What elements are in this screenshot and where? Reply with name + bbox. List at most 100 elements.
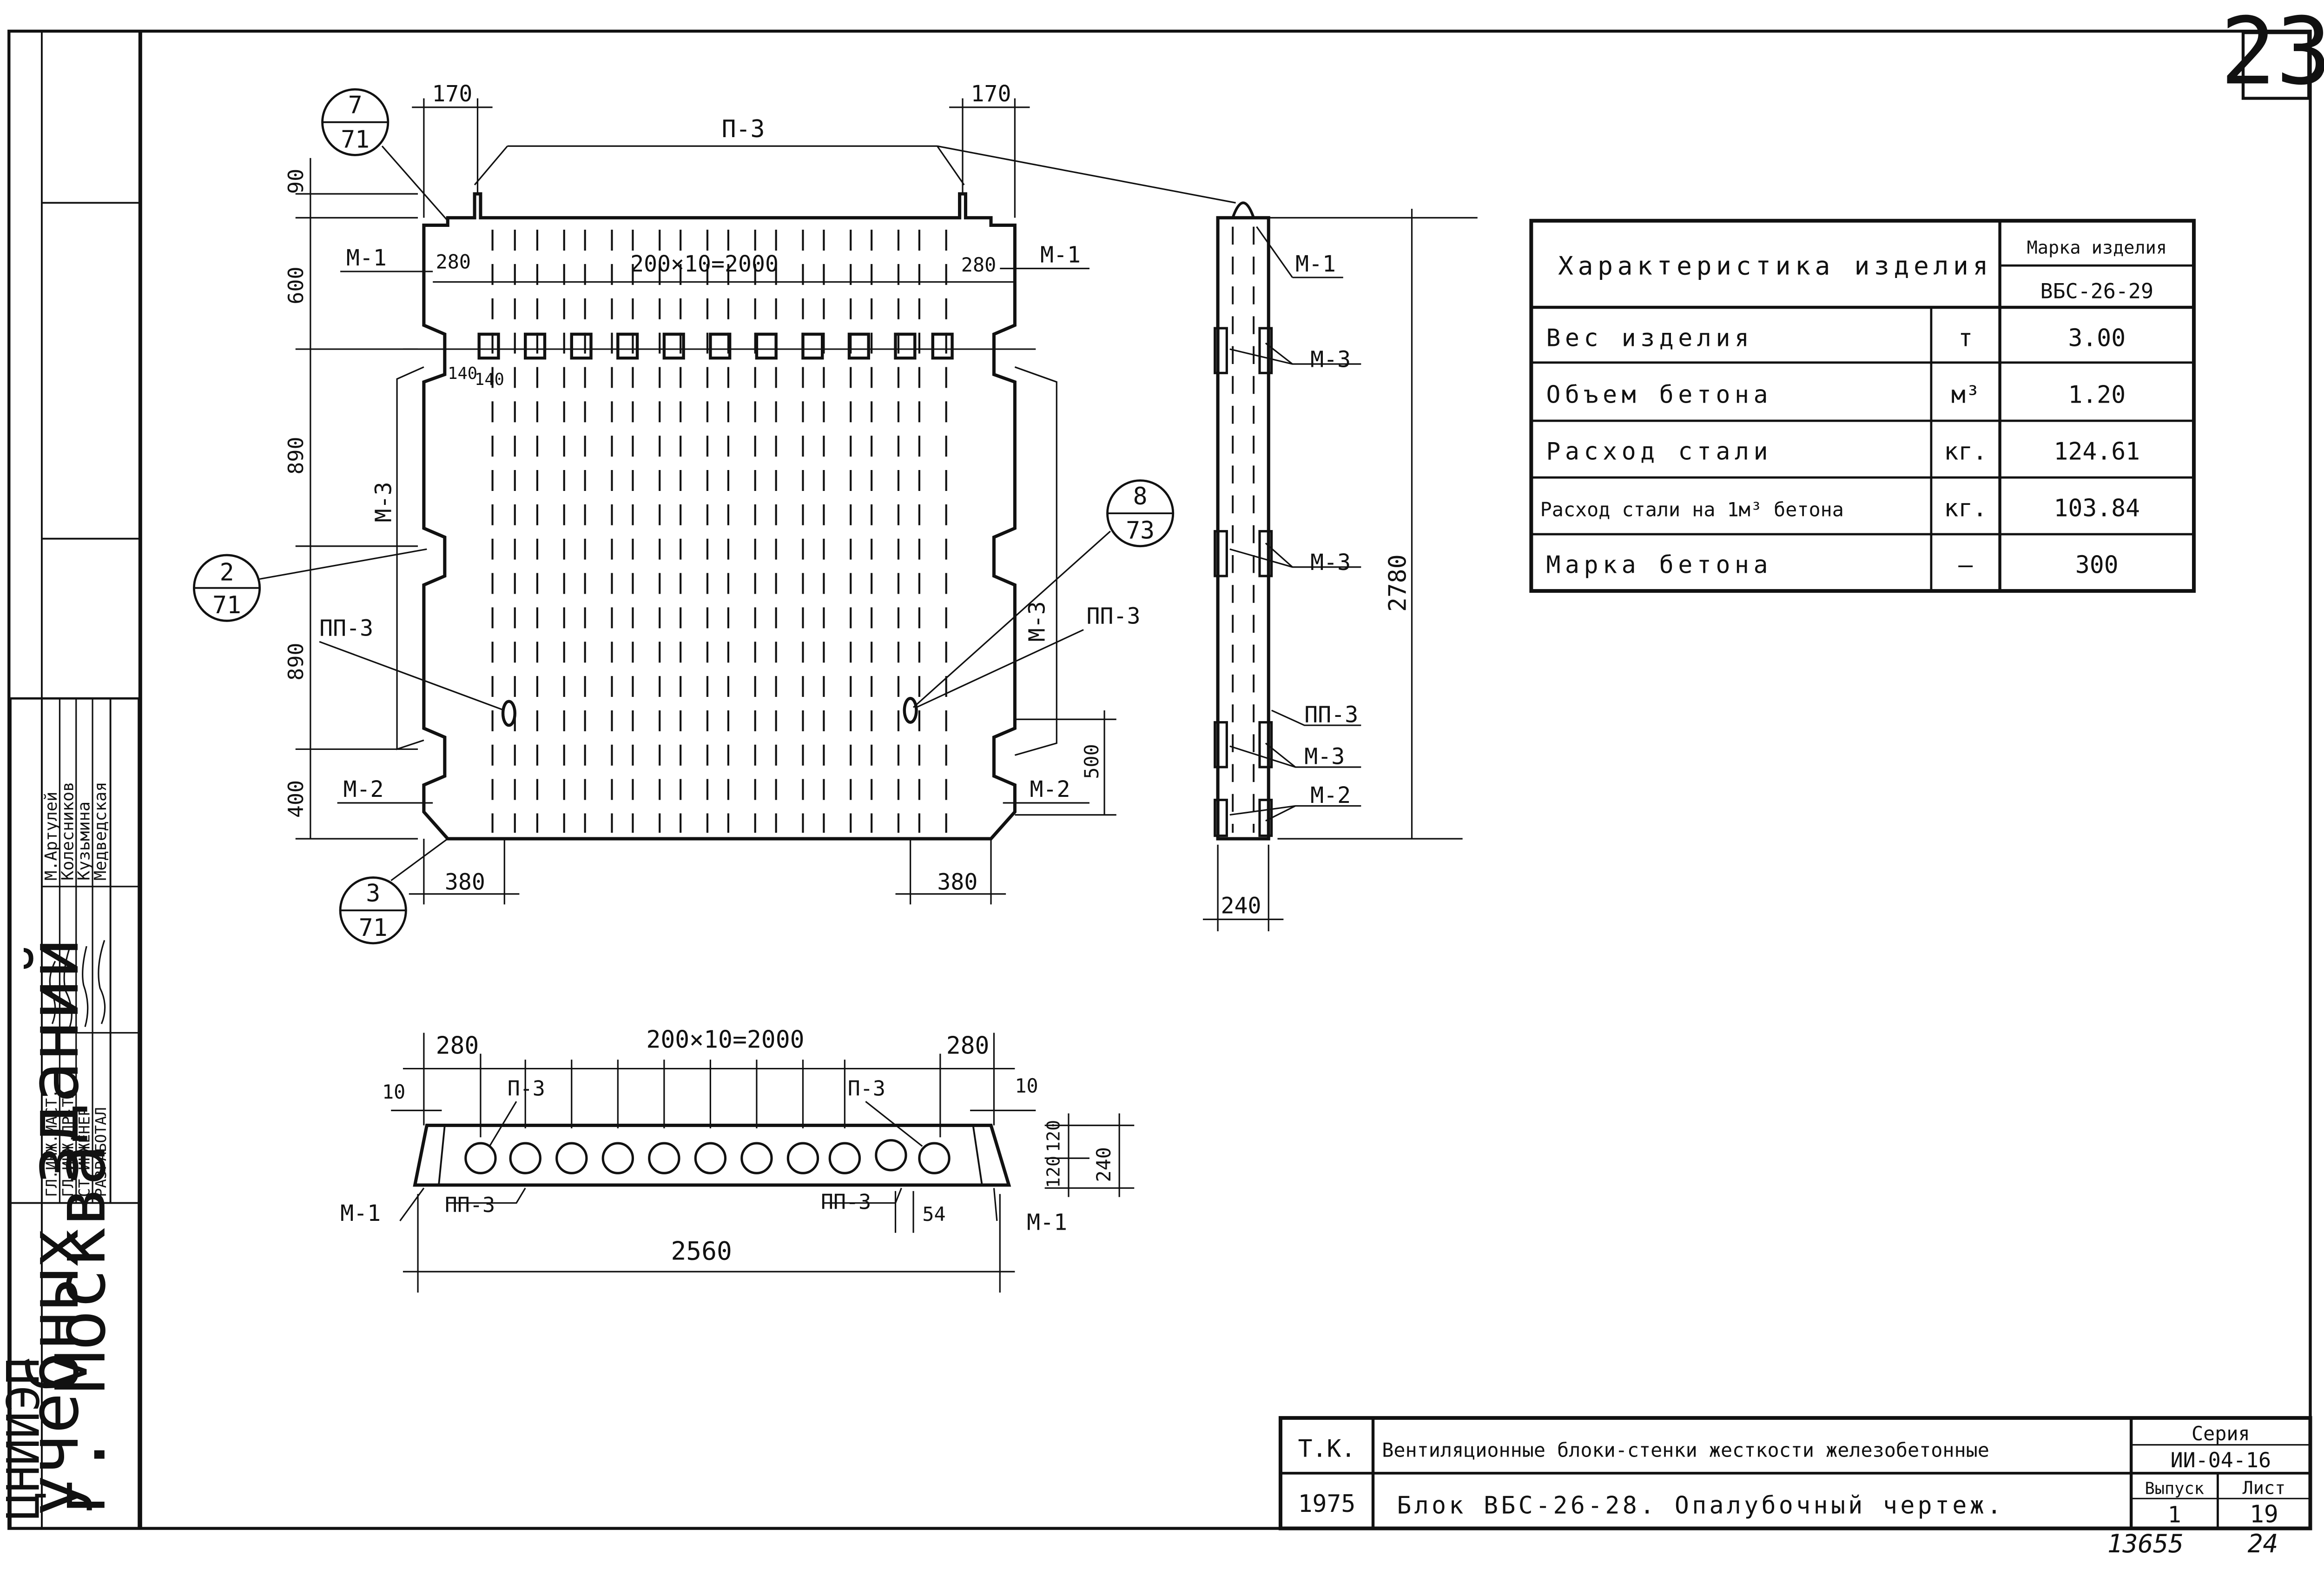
plan-label-pp3-right: ПП-3 [821, 1189, 871, 1214]
label-p3-top: П-3 [722, 115, 765, 143]
plan-vent-holes [464, 1139, 951, 1174]
dim-280-right: 280 [961, 253, 996, 276]
plan-label-p3-left: П-3 [508, 1076, 545, 1100]
dim-600: 600 [284, 266, 308, 304]
dim-280-left: 280 [436, 251, 471, 273]
inventory-number: 13655 [2107, 1529, 2184, 1558]
stamp-name-4: Медведская [91, 782, 110, 881]
label-pp3-left: ПП-3 [319, 615, 373, 641]
spec-table: Характеристика изделия Марка изделия ВБС… [1529, 219, 2196, 593]
spec-row-3-unit: кг. [1944, 438, 1987, 466]
label-pp3-right: ПП-3 [1087, 603, 1141, 629]
hollow-core-lines [491, 230, 947, 833]
detail-ref-2-num: 2 [220, 559, 234, 587]
spec-row-2-unit: м³ [1951, 381, 1980, 409]
lifting-loop-right [903, 697, 918, 724]
stamp-org-sub2: г. Москва [41, 1145, 121, 1517]
plan-dim-280-left: 280 [436, 1032, 479, 1060]
dim-380-left: 380 [445, 869, 485, 895]
dim-170-right: 170 [971, 81, 1011, 107]
side-embedded-plates [1214, 327, 1273, 837]
stamp-name-3: Кузьмина [75, 802, 94, 881]
spec-row-5-value: 300 [2075, 551, 2119, 579]
side-label-m3-c: М-3 [1304, 744, 1345, 770]
detail-ref-3-den: 71 [359, 914, 388, 942]
stamp-org-main: ЦНИИЭП [0, 1358, 49, 1519]
plan-dim-280-right: 280 [946, 1032, 990, 1060]
dim-500: 500 [1080, 744, 1103, 779]
spec-row-4-label: Расход стали на 1м³ бетона [1540, 498, 1844, 521]
stamp-name-1: М.Артулей [42, 792, 61, 881]
plan-dim-120-a: 120 [1043, 1120, 1064, 1153]
stamp-role-1: ГЛ.ИНЖ.МАСТ. [43, 1089, 60, 1197]
detail-ref-7-den: 71 [341, 126, 370, 153]
plan-dim-54: 54 [922, 1203, 945, 1226]
spec-row-3-value: 124.61 [2054, 438, 2140, 466]
detail-ref-8-den: 73 [1126, 517, 1155, 545]
front-top-dims [412, 98, 1236, 283]
dim-890-a: 890 [284, 437, 308, 474]
spec-row-1-label: Вес изделия [1546, 324, 1753, 352]
spec-row-2-label: Объем бетона [1546, 381, 1772, 409]
dim-200x10: 200×10=2000 [630, 251, 779, 277]
sheet-number-box: 23 [2220, 0, 2324, 105]
label-m2-right: М-2 [1030, 776, 1070, 802]
label-m1-left: М-1 [346, 245, 387, 271]
side-width-240: 240 [1221, 893, 1261, 919]
spec-row-4-unit: кг. [1944, 495, 1987, 523]
title-line-2: Блок ВБС-26-28. Опалубочный чертеж. [1397, 1491, 2004, 1519]
side-label-m2: М-2 [1310, 782, 1351, 808]
spec-row-3-label: Расход стали [1546, 438, 1772, 466]
plan-label-pp3-left: ПП-3 [445, 1192, 495, 1217]
plan-dim-240: 240 [1092, 1147, 1115, 1182]
side-label-m3-a: М-3 [1310, 346, 1351, 372]
label-m3-left: М-3 [370, 482, 396, 522]
spec-header-right-bottom: ВБС-26-29 [2040, 279, 2154, 304]
front-right-dims [1015, 710, 1116, 816]
spec-header-right-top: Марка изделия [2027, 237, 2167, 258]
dim-890-b: 890 [284, 643, 308, 681]
page-number-note: 24 [2248, 1529, 2278, 1558]
plan-label-p3-right: П-3 [848, 1076, 885, 1100]
dim-140-b: 140 [475, 370, 504, 389]
sheet-value: 19 [2250, 1501, 2278, 1529]
series-value: ИИ-04-16 [2171, 1448, 2271, 1472]
spec-row-1-unit: т [1958, 324, 1973, 352]
spec-header-left: Характеристика изделия [1558, 251, 1993, 280]
front-view: 170 170 П-3 7 71 М-1 М-1 280 280 200×10=… [193, 81, 1236, 945]
plan-dim-120-b: 120 [1043, 1156, 1064, 1188]
spec-row-2-value: 1.20 [2068, 381, 2126, 409]
title-block: Т.К. 1975 Вентиляционные блоки-стенки же… [1278, 1416, 2312, 1530]
plan-dim-10-right: 10 [1015, 1074, 1038, 1097]
title-line-1: Вентиляционные блоки-стенки жесткости же… [1382, 1438, 1989, 1461]
lifting-loop-left [501, 700, 516, 727]
sheet-number: 23 [2220, 0, 2324, 105]
plan-dim-10-left: 10 [382, 1080, 405, 1103]
stamp-org-sub1: учебных зданий [14, 938, 94, 1517]
front-bottom-dims [409, 839, 1006, 905]
title-tk: Т.К. [1298, 1435, 1356, 1463]
stamp-name-2: Колесников [58, 782, 77, 881]
plan-view: 280 200×10=2000 280 10 10 П-3 П-3 М-1 М-… [340, 1026, 1135, 1293]
detail-ref-8-num: 8 [1133, 483, 1148, 510]
dim-140-a: 140 [448, 364, 477, 383]
dim-90: 90 [284, 169, 308, 194]
issue-value: 1 [2168, 1502, 2181, 1528]
spec-row-4-value: 103.84 [2054, 495, 2140, 523]
series-label: Серия [2192, 1422, 2250, 1445]
stamp-role-3: СТ.ИНЖЕНЕР [76, 1107, 93, 1197]
side-label-pp3: ПП-3 [1304, 702, 1358, 728]
side-view: М-1 М-3 М-3 ПП-3 М-3 М-2 2780 240 [1202, 201, 1478, 932]
plan-dim-200x10: 200×10=2000 [646, 1026, 804, 1054]
title-year: 1975 [1298, 1490, 1356, 1518]
side-label-m3-b: М-3 [1310, 550, 1351, 576]
detail-ref-7-num: 7 [348, 92, 363, 119]
stamp-role-2: ГЛ.ИНЖ.ПР-ТА [59, 1089, 77, 1197]
signature-marks [49, 940, 106, 1030]
dim-380-right: 380 [937, 869, 977, 895]
detail-ref-2-den: 71 [212, 591, 241, 619]
label-m1-right: М-1 [1040, 242, 1081, 268]
dim-400: 400 [284, 780, 308, 818]
plan-label-m1-left: М-1 [340, 1200, 381, 1226]
